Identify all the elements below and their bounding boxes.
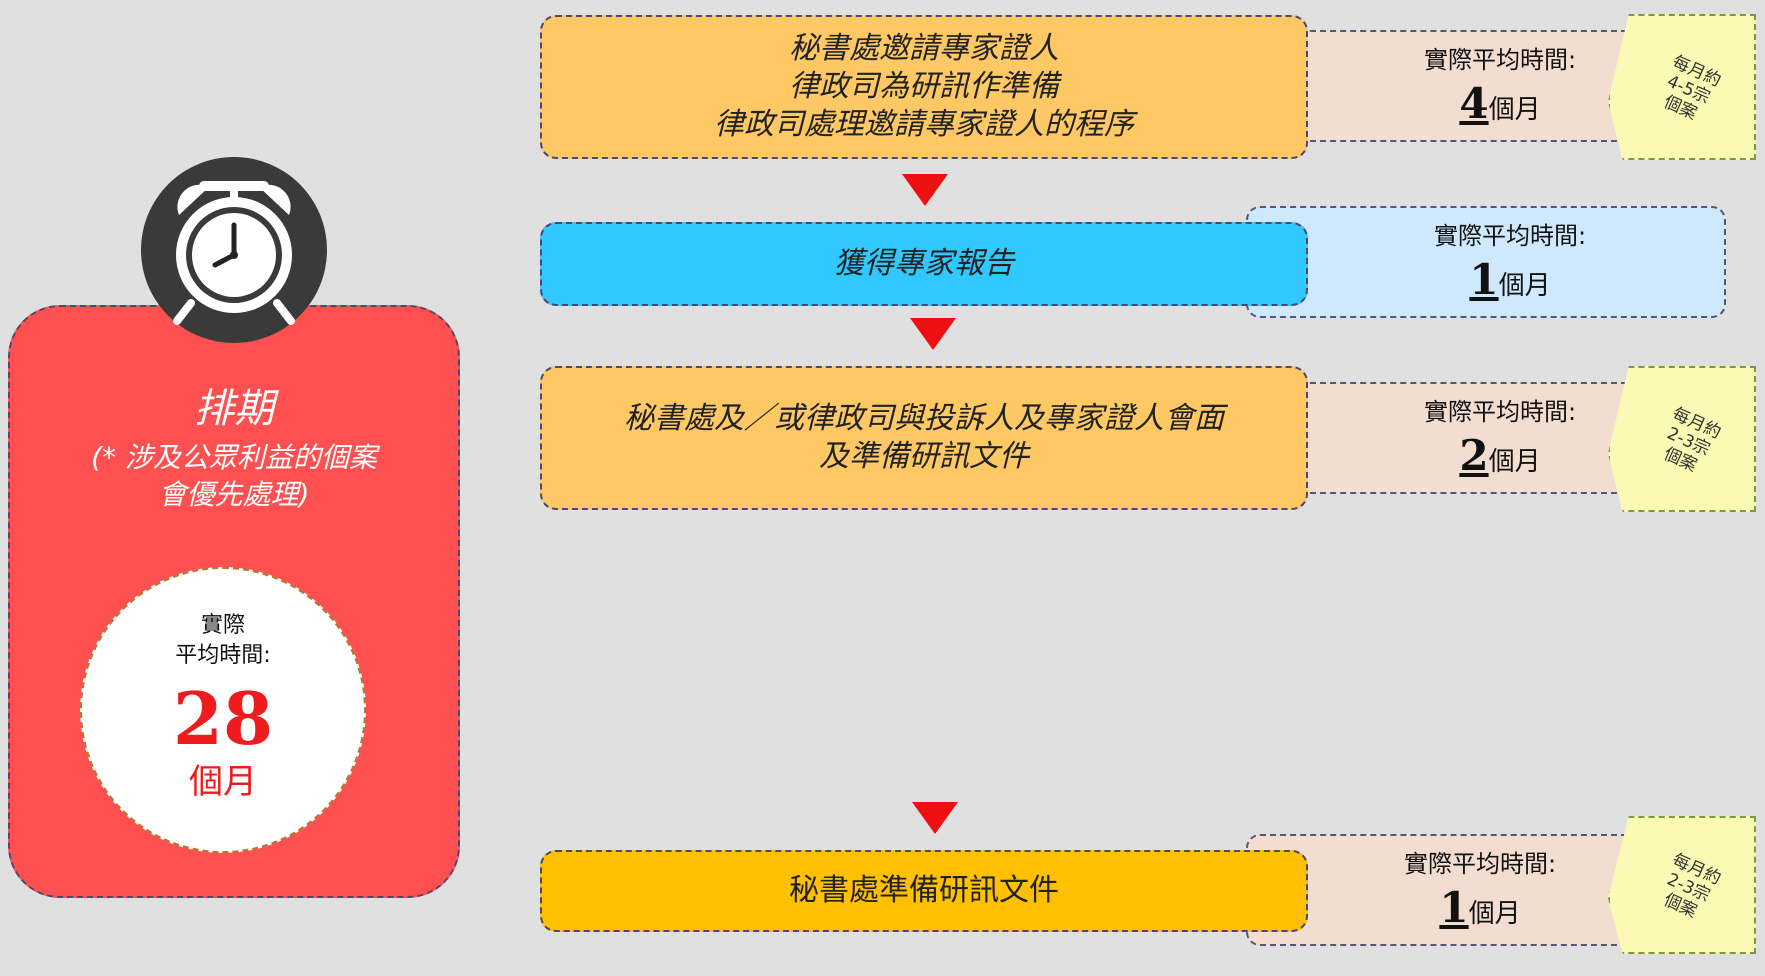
average-time-circle: 實際 平均時間: 28 個月 [80, 567, 366, 853]
step-3-case-note: 每月約 2-3宗 個案 [1608, 366, 1756, 512]
circle-label: 實際 平均時間: [175, 613, 271, 668]
time-value: 4 [1459, 79, 1489, 128]
step-1-box: 秘書處邀請專家證人 律政司為研訊作準備 律政司處理邀請專家證人的程序 [540, 15, 1308, 159]
time-unit: 個月 [1488, 447, 1541, 477]
step-1-text: 秘書處邀請專家證人 律政司為研訊作準備 律政司處理邀請專家證人的程序 [714, 31, 1134, 142]
case-note-text: 每月約 2-3宗 個案 [1660, 404, 1724, 477]
step-3-box: 秘書處及／或律政司與投訴人及專家證人會面 及準備研訊文件 [540, 366, 1308, 510]
time-value: 1 [1439, 883, 1469, 932]
flow-arrow [910, 318, 956, 350]
time-label: 實際平均時間: [1423, 398, 1577, 426]
flow-arrow [902, 174, 948, 206]
step-2-time: 實際平均時間: 1 個月 [1246, 206, 1726, 318]
time-label: 實際平均時間: [1423, 46, 1577, 74]
time-unit: 個月 [1498, 271, 1551, 301]
time-label: 實際平均時間: [1403, 850, 1557, 878]
step-1-time: 實際平均時間: 4 個月 [1296, 30, 1656, 142]
time-unit: 個月 [1468, 899, 1521, 929]
case-note-text: 每月約 2-3宗 個案 [1660, 850, 1724, 923]
step-2-text: 獲得專家報告 [834, 246, 1014, 281]
circle-value: 28 [172, 676, 274, 761]
step-4-time: 實際平均時間: 1 個月 [1246, 834, 1666, 946]
time-value: 1 [1469, 255, 1499, 304]
step-4-box: 秘書處準備研訊文件 [540, 850, 1308, 932]
time-label: 實際平均時間: [1433, 222, 1587, 250]
case-note-text: 每月約 4-5宗 個案 [1660, 52, 1724, 125]
step-3-text: 秘書處及／或律政司與投訴人及專家證人會面 及準備研訊文件 [624, 401, 1224, 474]
time-unit: 個月 [1488, 95, 1541, 125]
circle-unit: 個月 [189, 762, 257, 802]
step-3-time: 實際平均時間: 2 個月 [1296, 382, 1656, 494]
step-4-case-note: 每月約 2-3宗 個案 [1608, 816, 1756, 954]
step-2-box: 獲得專家報告 [540, 222, 1308, 306]
scheduling-panel: 排期 (* 涉及公眾利益的個案 會優先處理) 實際 平均時間: 28 個月 [8, 305, 460, 898]
step-1-case-note: 每月約 4-5宗 個案 [1608, 14, 1756, 160]
alarm-clock-icon [139, 155, 329, 345]
step-4-text: 秘書處準備研訊文件 [789, 873, 1059, 908]
panel-note: (* 涉及公眾利益的個案 會優先處理) [91, 441, 377, 511]
time-value: 2 [1459, 431, 1489, 480]
panel-title: 排期 [194, 386, 274, 432]
flow-arrow [912, 802, 958, 834]
